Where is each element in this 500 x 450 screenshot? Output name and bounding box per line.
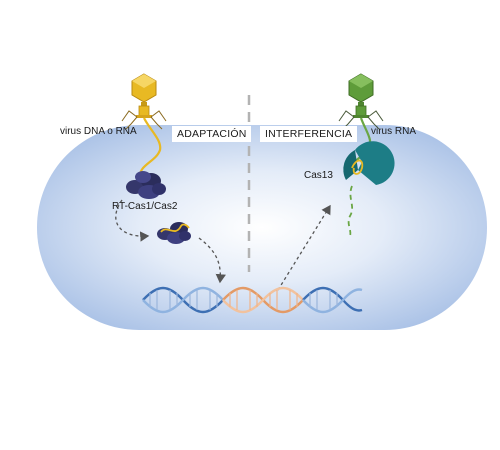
phage-icon-right — [338, 73, 384, 130]
cas-complex-icon — [126, 171, 166, 199]
adaptation-label: ADAPTACIÓN — [172, 126, 252, 142]
cas-complex-label: RT-Cas1/Cas2 — [112, 201, 178, 212]
virus-right-label: virus RNA — [371, 126, 417, 137]
dashed-arrow-to-dna — [198, 237, 226, 284]
dashed-arrow-icon — [115, 199, 150, 242]
interference-label: INTERFERENCIA — [260, 126, 358, 142]
dashed-arrow-to-cas13 — [277, 204, 331, 291]
virus-left-label: virus DNA o RNA — [60, 126, 137, 137]
cas13-label: Cas13 — [304, 170, 333, 181]
left-viral-genome — [138, 117, 162, 179]
phage-icon — [121, 73, 167, 130]
cas-complex-with-fragment-icon — [157, 222, 191, 244]
cleaved-rna — [347, 185, 354, 237]
dna-helix-icon — [142, 286, 363, 314]
cas13-icon — [343, 141, 395, 185]
